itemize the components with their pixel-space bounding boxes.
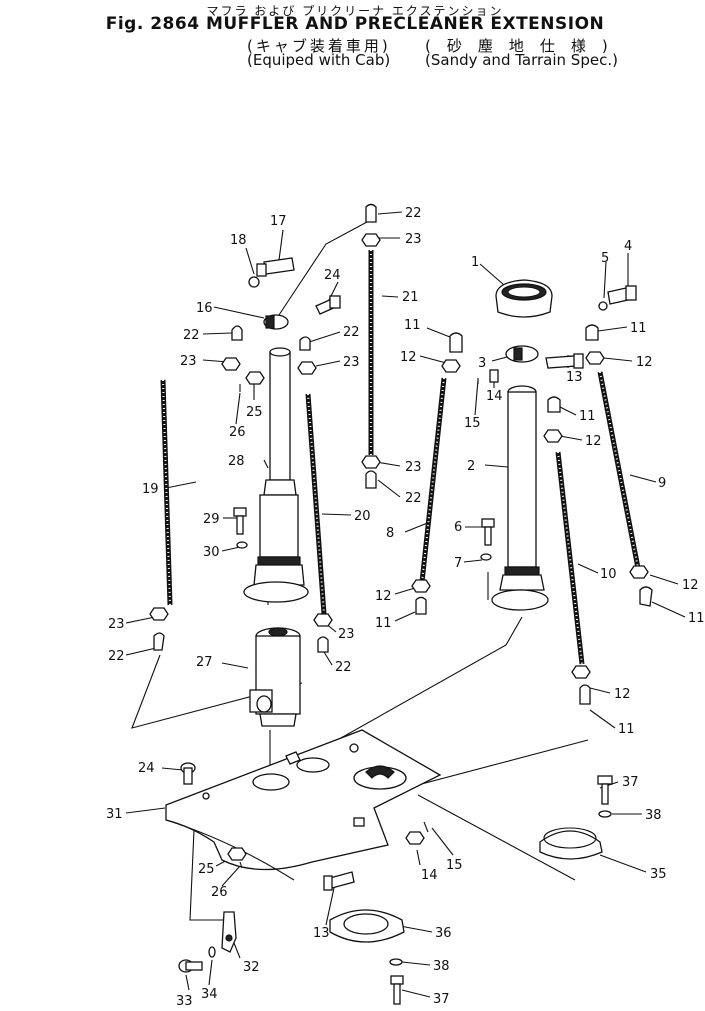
callout-38: 38	[433, 959, 450, 974]
callout-5: 5	[601, 251, 609, 266]
hardware	[149, 203, 653, 1005]
callout-22: 22	[405, 491, 422, 506]
spec-note: (Sandy and Tarrain Spec.)	[425, 51, 618, 69]
callout-31: 31	[106, 807, 123, 822]
muffler-extension-pipe	[243, 347, 309, 603]
callout-16: 16	[196, 301, 213, 316]
callout-4: 4	[624, 239, 632, 254]
callout-15: 15	[464, 416, 481, 431]
callout-19: 19	[142, 482, 159, 497]
callout-11: 11	[688, 611, 705, 626]
callout-26: 26	[229, 425, 246, 440]
callout-7: 7	[454, 556, 462, 571]
japanese-title: マフラ および プリクリーナ エクステンション	[206, 4, 504, 18]
callout-37: 37	[433, 992, 450, 1007]
callout-22: 22	[405, 206, 422, 221]
clamps	[263, 314, 539, 363]
callout-20: 20	[354, 509, 371, 524]
callout-24: 24	[324, 268, 341, 283]
callout-11: 11	[618, 722, 635, 737]
callout-28: 28	[228, 454, 245, 469]
callout-12: 12	[400, 350, 417, 365]
callout-13: 13	[313, 926, 330, 941]
callout-2: 2	[467, 459, 475, 474]
callout-24: 24	[138, 761, 155, 776]
muffler	[249, 627, 301, 727]
callout-12: 12	[614, 687, 631, 702]
callout-14: 14	[421, 868, 438, 883]
callout-25: 25	[198, 862, 215, 877]
cover-plate	[165, 729, 442, 881]
callout-9: 9	[658, 476, 666, 491]
callout-1: 1	[471, 255, 479, 270]
callout-13: 13	[566, 370, 583, 385]
callout-23: 23	[180, 354, 197, 369]
rods	[160, 250, 641, 665]
callout-23: 23	[338, 627, 355, 642]
callout-36: 36	[435, 926, 452, 941]
callout-8: 8	[386, 526, 394, 541]
callout-22: 22	[343, 325, 360, 340]
callout-22: 22	[335, 660, 352, 675]
callout-22: 22	[183, 328, 200, 343]
callout-11: 11	[579, 409, 596, 424]
callout-10: 10	[600, 567, 617, 582]
callout-23: 23	[343, 355, 360, 370]
callout-38: 38	[645, 808, 662, 823]
covers	[329, 827, 603, 943]
precleaner-cap	[495, 279, 553, 318]
callout-18: 18	[230, 233, 247, 248]
cab-note-japanese: (キャブ装着車用)	[247, 37, 391, 55]
precleaner-extension-pipe	[491, 385, 549, 611]
callout-35: 35	[650, 867, 667, 882]
callout-37: 37	[622, 775, 639, 790]
callout-32: 32	[243, 960, 260, 975]
callout-12: 12	[375, 589, 392, 604]
callout-12: 12	[682, 578, 699, 593]
callout-11: 11	[375, 616, 392, 631]
callout-6: 6	[454, 520, 462, 535]
callout-11: 11	[630, 321, 647, 336]
callout-23: 23	[405, 232, 422, 247]
callout-30: 30	[203, 545, 220, 560]
callout-labels: 22 23 17 18 24 16 22 22 23 23 25 26 21 1…	[106, 206, 705, 1009]
callout-11: 11	[404, 318, 421, 333]
callout-12: 12	[585, 434, 602, 449]
callout-14: 14	[486, 389, 503, 404]
callout-15: 15	[446, 858, 463, 873]
callout-21: 21	[402, 290, 419, 305]
cab-note: (Equiped with Cab)	[247, 51, 391, 69]
bracket	[221, 911, 237, 953]
callout-33: 33	[176, 994, 193, 1009]
callout-29: 29	[203, 512, 220, 527]
callout-34: 34	[201, 987, 218, 1002]
figure-title: Fig. 2864 MUFFLER AND PRECLEANER EXTENSI…	[105, 14, 605, 34]
callout-27: 27	[196, 655, 213, 670]
callout-3: 3	[478, 356, 486, 371]
callout-25: 25	[246, 405, 263, 420]
callout-22: 22	[108, 649, 125, 664]
callout-26: 26	[211, 885, 228, 900]
spec-note-japanese: (砂塵地仕様)	[425, 37, 624, 55]
callout-17: 17	[270, 214, 287, 229]
callout-12: 12	[636, 355, 653, 370]
callout-23: 23	[108, 617, 125, 632]
callout-23: 23	[405, 460, 422, 475]
